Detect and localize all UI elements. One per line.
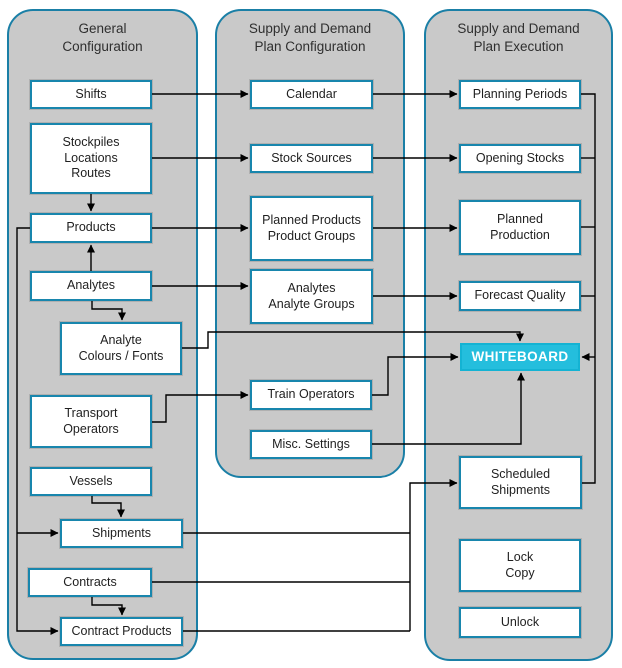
box-train-operators: Train Operators — [250, 380, 372, 410]
box-unlock: Unlock — [459, 607, 581, 638]
box-products: Products — [30, 213, 152, 243]
panel-title: Supply and Demand Plan Execution — [457, 21, 580, 54]
box-planning-periods: Planning Periods — [459, 80, 581, 109]
box-planned-products-product-groups: Planned Products Product Groups — [250, 196, 373, 261]
box-opening-stocks: Opening Stocks — [459, 144, 581, 173]
box-contract-products: Contract Products — [60, 617, 183, 646]
box-vessels: Vessels — [30, 467, 152, 496]
box-scheduled-shipments: Scheduled Shipments — [459, 456, 582, 509]
box-whiteboard: WHITEBOARD — [460, 343, 580, 371]
box-transport-operators: Transport Operators — [30, 395, 152, 448]
box-forecast-quality: Forecast Quality — [459, 281, 581, 311]
box-analyte-colours-fonts: Analyte Colours / Fonts — [60, 322, 182, 375]
box-shifts: Shifts — [30, 80, 152, 109]
panel-title: General Configuration — [62, 21, 143, 54]
box-analytes: Analytes — [30, 271, 152, 301]
box-planned-production: Planned Production — [459, 200, 581, 255]
box-shipments: Shipments — [60, 519, 183, 548]
box-misc-settings: Misc. Settings — [250, 430, 372, 459]
box-calendar: Calendar — [250, 80, 373, 109]
box-contracts: Contracts — [28, 568, 152, 597]
box-analytes-analyte-groups: Analytes Analyte Groups — [250, 269, 373, 324]
box-stockpiles-locations-routes: Stockpiles Locations Routes — [30, 123, 152, 194]
panel-title: Supply and Demand Plan Configuration — [248, 21, 372, 54]
box-lock-copy: Lock Copy — [459, 539, 581, 592]
box-stock-sources: Stock Sources — [250, 144, 373, 173]
